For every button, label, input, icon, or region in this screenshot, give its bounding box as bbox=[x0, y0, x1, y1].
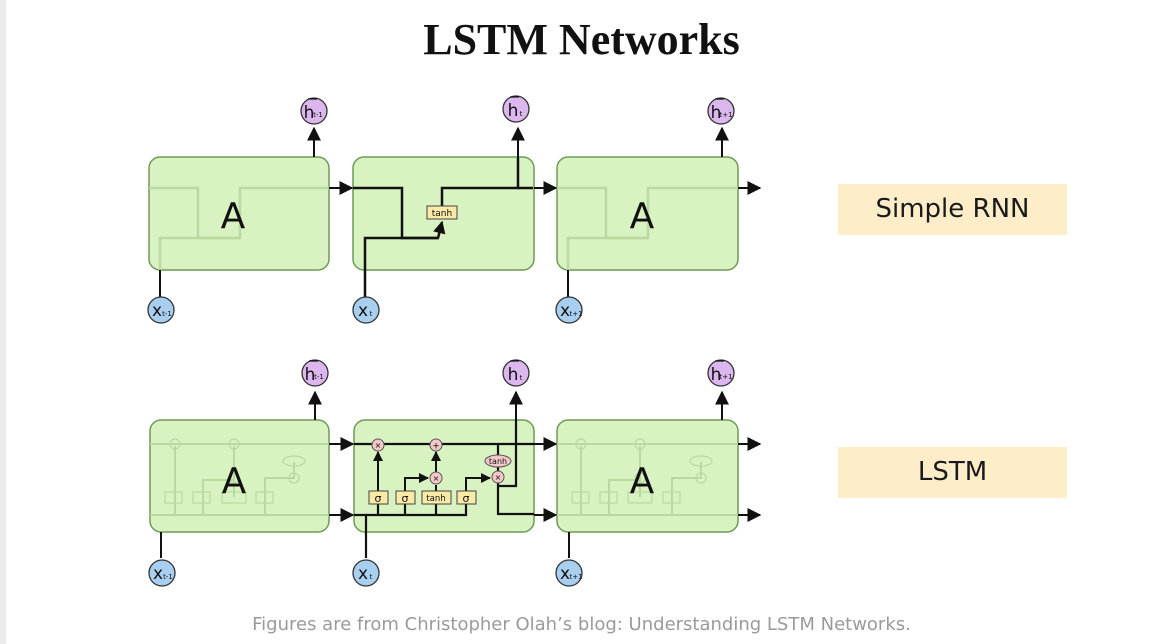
source-caption: Figures are from Christopher Olah’s blog… bbox=[252, 614, 911, 635]
lstm-output-node-1: h t-1 bbox=[301, 359, 329, 387]
lstm-gate-candidate: tanh bbox=[421, 490, 452, 505]
lstm-gate-input: σ bbox=[395, 490, 416, 505]
svg-text:t-1: t-1 bbox=[313, 111, 323, 119]
rnn-cell-3-label: A bbox=[630, 196, 655, 237]
rnn-output-node-1: h t-1 bbox=[300, 97, 328, 125]
lstm-output-node-2: h t bbox=[502, 359, 530, 387]
svg-text:tanh: tanh bbox=[489, 457, 507, 466]
lstm-cell-1 bbox=[149, 419, 330, 533]
svg-text:t+1: t+1 bbox=[569, 573, 582, 581]
svg-text:x: x bbox=[560, 564, 570, 584]
rnn-diagram: A A tanh h t-1 h t bbox=[147, 95, 762, 324]
svg-text:h: h bbox=[711, 365, 722, 385]
svg-text:x: x bbox=[560, 301, 570, 321]
rnn-input-node-1: x t-1 bbox=[147, 296, 175, 324]
svg-text:x: x bbox=[358, 564, 368, 584]
svg-text:t+1: t+1 bbox=[569, 310, 582, 318]
svg-text:h: h bbox=[508, 101, 519, 121]
svg-text:h: h bbox=[711, 103, 722, 123]
svg-text:×: × bbox=[433, 474, 440, 483]
rnn-tanh-box bbox=[426, 205, 458, 220]
rnn-faint-internals bbox=[149, 186, 738, 270]
rnn-mid-input-path bbox=[363, 220, 446, 297]
svg-text:t: t bbox=[370, 573, 373, 581]
svg-text:t: t bbox=[520, 374, 523, 382]
lstm-op-output-multiply: × bbox=[491, 470, 505, 484]
svg-text:h: h bbox=[508, 365, 519, 385]
svg-text:x: x bbox=[358, 301, 368, 321]
lstm-input-node-2: x t bbox=[352, 559, 380, 587]
lstm-gate-forget: σ bbox=[368, 490, 389, 505]
svg-text:σ: σ bbox=[375, 492, 382, 505]
left-edge-bar bbox=[0, 0, 6, 644]
svg-text:tanh: tanh bbox=[426, 494, 445, 504]
svg-text:x: x bbox=[153, 564, 163, 584]
lstm-cell-1-label: A bbox=[222, 461, 247, 502]
lstm-op-forget-multiply: × bbox=[371, 438, 385, 452]
lstm-op-tanh: tanh bbox=[484, 454, 512, 468]
svg-text:t+1: t+1 bbox=[719, 111, 732, 119]
lstm-cell-3 bbox=[556, 419, 739, 533]
rnn-input-node-2: x t bbox=[352, 296, 380, 324]
svg-text:h: h bbox=[304, 103, 315, 123]
lstm-gate-output: σ bbox=[456, 490, 477, 505]
rnn-cell-1-label: A bbox=[221, 196, 246, 237]
svg-text:t-1: t-1 bbox=[163, 573, 173, 581]
lstm-output-node-3: h t+1 bbox=[707, 359, 735, 387]
lstm-faint-internals bbox=[150, 443, 738, 516]
svg-text:+: + bbox=[432, 442, 440, 452]
rnn-output-node-3: h t+1 bbox=[707, 97, 735, 125]
svg-text:×: × bbox=[375, 441, 382, 450]
simple-rnn-label: Simple RNN bbox=[838, 184, 1067, 235]
svg-text:t-1: t-1 bbox=[314, 373, 324, 381]
svg-text:t: t bbox=[520, 110, 523, 118]
rnn-input-node-3: x t+1 bbox=[555, 296, 583, 324]
rnn-mid-out-path bbox=[440, 158, 520, 207]
svg-text:×: × bbox=[495, 473, 502, 482]
lstm-input-node-3: x t+1 bbox=[555, 559, 583, 587]
lstm-label: LSTM bbox=[838, 447, 1067, 498]
lstm-cell-3-label: A bbox=[630, 461, 655, 502]
svg-text:t: t bbox=[370, 310, 373, 318]
svg-text:σ: σ bbox=[402, 492, 409, 505]
rnn-tanh-label: tanh bbox=[432, 209, 452, 219]
page-title: LSTM Networks bbox=[423, 15, 740, 64]
lstm-op-input-multiply: × bbox=[429, 471, 443, 485]
rnn-output-node-2: h t bbox=[502, 95, 530, 123]
svg-text:t-1: t-1 bbox=[162, 310, 172, 318]
lstm-diagram: A A σ σ bbox=[148, 359, 762, 587]
svg-text:h: h bbox=[305, 365, 316, 385]
svg-text:x: x bbox=[152, 301, 162, 321]
lstm-op-add: + bbox=[429, 438, 443, 452]
lstm-input-node-1: x t-1 bbox=[148, 559, 176, 587]
svg-text:σ: σ bbox=[463, 492, 470, 505]
svg-text:t+1: t+1 bbox=[719, 373, 732, 381]
